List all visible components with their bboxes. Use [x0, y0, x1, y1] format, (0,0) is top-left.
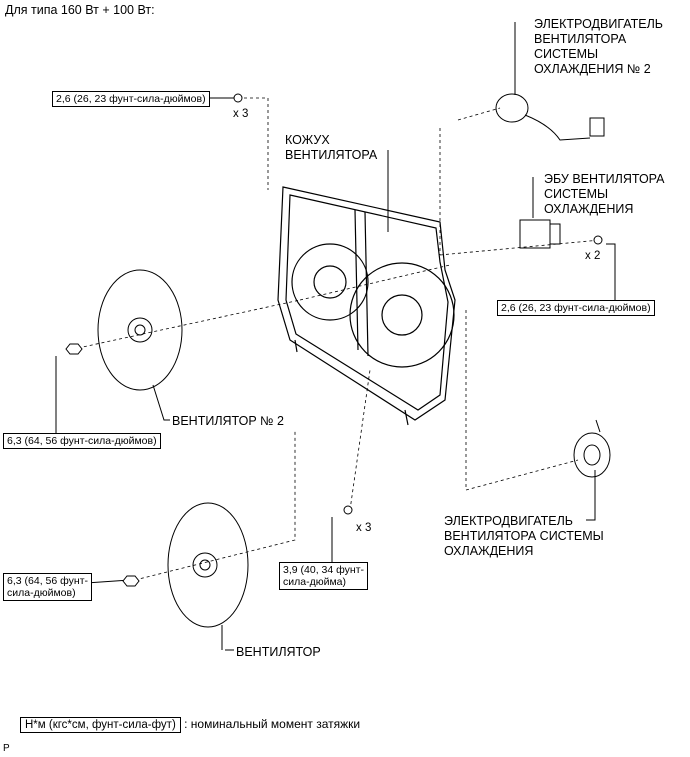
label-motor2: ЭЛЕКТРОДВИГАТЕЛЬ ВЕНТИЛЯТОРА СИСТЕМЫ ОХЛ… — [534, 17, 663, 76]
assembly-lines — [77, 97, 601, 581]
motor2-drawing — [495, 93, 605, 141]
legend: Н*м (кгс*см, фунт-сила-фут) : номинальны… — [20, 717, 360, 733]
label-fan2: ВЕНТИЛЯТОР № 2 — [172, 414, 284, 428]
torque-box-fan: 6,3 (64, 56 фунт- сила-дюймов) — [3, 573, 92, 601]
torque-box-top: 2,6 (26, 23 фунт-сила-дюймов) — [52, 91, 210, 107]
legend-text: : номинальный момент затяжки — [184, 717, 361, 731]
count-right: x 2 — [585, 250, 601, 262]
bolts — [65, 93, 603, 587]
torque-box-right: 2,6 (26, 23 фунт-сила-дюймов) — [497, 300, 655, 316]
label-ecu: ЭБУ ВЕНТИЛЯТОРА СИСТЕМЫ ОХЛАЖДЕНИЯ — [544, 172, 665, 216]
fan-no2-drawing — [97, 269, 183, 391]
count-bottom: x 3 — [356, 522, 372, 534]
leader-motor — [586, 470, 596, 521]
legend-unit-box: Н*м (кгс*см, фунт-сила-фут) — [20, 717, 181, 733]
leader-fan2 — [152, 384, 170, 421]
figure-code: P — [3, 743, 10, 754]
fan-shroud — [277, 186, 456, 426]
diagram-title: Для типа 160 Вт + 100 Вт: — [5, 3, 155, 17]
label-fan: ВЕНТИЛЯТОР — [236, 645, 321, 659]
torque-box-left: 6,3 (64, 56 фунт-сила-дюймов) — [3, 433, 161, 449]
motor-drawing — [573, 419, 611, 478]
count-top: x 3 — [233, 108, 249, 120]
leader-screws-right — [606, 243, 616, 300]
ecu-drawing — [519, 219, 561, 249]
torque-box-bottom: 3,9 (40, 34 фунт- сила-дюйма) — [279, 562, 368, 590]
label-motor: ЭЛЕКТРОДВИГАТЕЛЬ ВЕНТИЛЯТОРА СИСТЕМЫ ОХЛ… — [444, 514, 604, 558]
label-shroud: КОЖУХ ВЕНТИЛЯТОРА — [285, 133, 378, 162]
fan-drawing — [167, 502, 249, 628]
